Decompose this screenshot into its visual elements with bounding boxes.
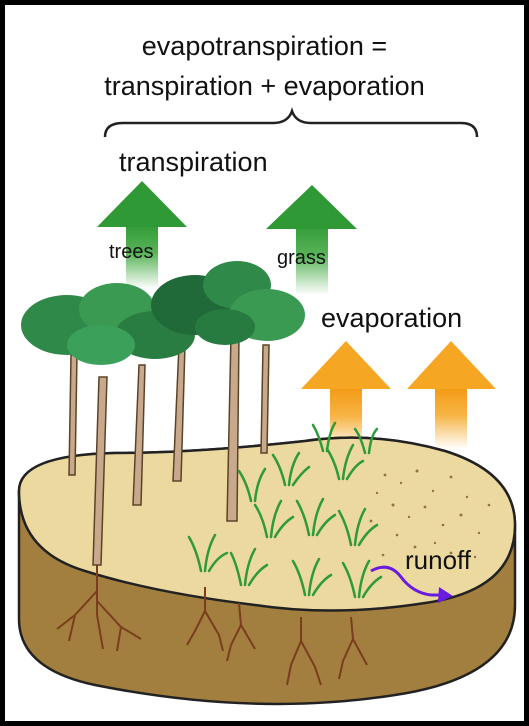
equation-line-2: transpiration + evaporation: [5, 71, 524, 102]
evaporation-label: evaporation: [321, 303, 462, 334]
brace: [105, 111, 477, 137]
diagram-illustration: [5, 5, 524, 721]
grass-label: grass: [277, 247, 326, 270]
trees-label: trees: [109, 241, 153, 264]
transpiration-arrow-grass: [266, 185, 357, 295]
transpiration-arrow-trees: [97, 181, 187, 289]
runoff-label: runoff: [405, 545, 471, 576]
transpiration-label: transpiration: [119, 147, 268, 178]
evaporation-arrow-right: [407, 341, 496, 449]
equation-line-1: evapotranspiration =: [5, 31, 524, 62]
evaporation-arrow-left: [301, 341, 391, 451]
